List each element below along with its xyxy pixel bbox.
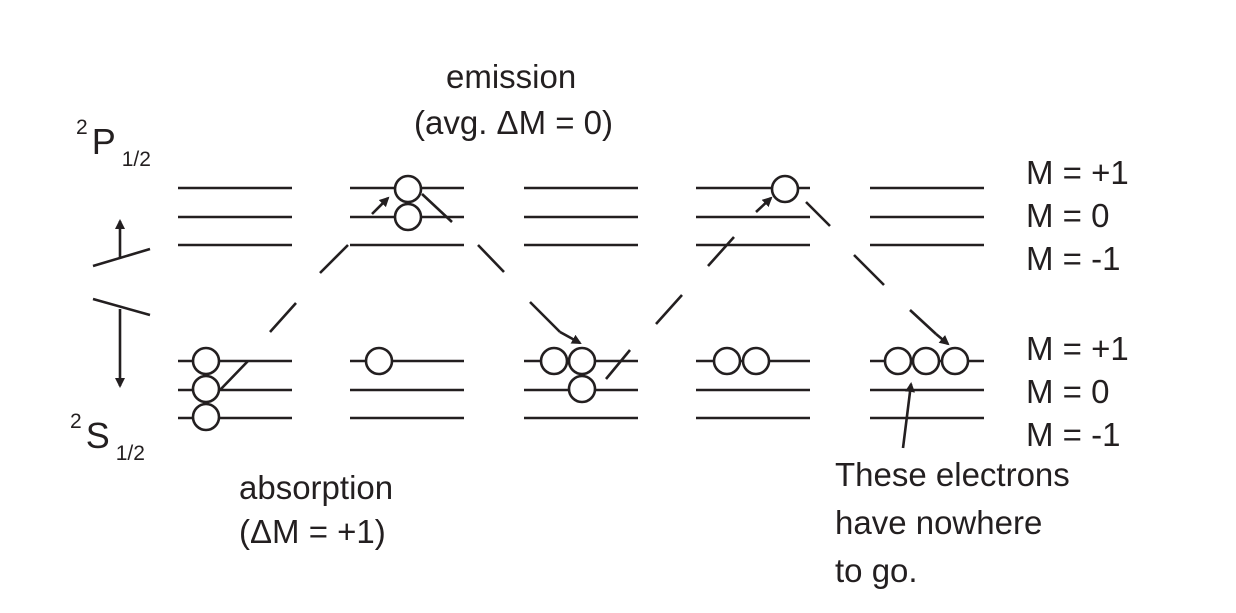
dash (909, 309, 937, 335)
electron (364, 346, 394, 376)
electron (741, 346, 771, 376)
electron (770, 174, 800, 204)
lower-m-label-minus1: M = -1 (1026, 416, 1121, 453)
upper-state-superscript: 2 (76, 116, 88, 139)
lower-state-superscript: 2 (70, 410, 82, 433)
electron (191, 402, 221, 432)
electron (191, 374, 221, 404)
electron (191, 346, 221, 376)
dash (529, 301, 561, 333)
lower-state-subscript: 1/2 (115, 442, 145, 465)
emission-label-line2: (avg. ΔM = 0) (414, 104, 614, 141)
axis-break-mark (92, 247, 151, 268)
electron (539, 346, 569, 376)
dash (655, 294, 683, 325)
electron (712, 346, 742, 376)
note-pointer-arrow (901, 382, 915, 449)
dash (805, 201, 831, 227)
electron (911, 346, 941, 376)
dash (319, 244, 349, 274)
emission-label-line1: emission (446, 58, 577, 95)
lower-state-letter: S (85, 415, 110, 456)
upper-state-subscript: 1/2 (121, 148, 151, 171)
stage-3-levels (524, 186, 638, 420)
lower-m-label-0: M = 0 (1026, 373, 1110, 410)
note-line2: have nowhere (835, 504, 1043, 541)
electron (393, 174, 423, 204)
axis-break-mark (92, 297, 151, 317)
stage-4-levels (696, 174, 810, 420)
dash (853, 254, 885, 286)
lower-m-label-plus1: M = +1 (1026, 330, 1129, 367)
transition-stroke (219, 360, 249, 391)
stage-5-levels (870, 186, 984, 449)
electron (883, 346, 913, 376)
electron (567, 374, 597, 404)
dash-arrow (935, 333, 950, 346)
dashed-transition-path (269, 201, 950, 346)
upper-m-label-0: M = 0 (1026, 197, 1110, 234)
electron (567, 346, 597, 376)
transition-arrow (755, 196, 773, 213)
stage-1-levels (178, 186, 292, 432)
absorption-label-line2: (ΔM = +1) (239, 513, 386, 550)
transition-stroke (707, 236, 735, 267)
note-line1: These electrons (835, 456, 1070, 493)
dash (477, 244, 505, 273)
absorption-label-line1: absorption (239, 469, 394, 506)
upper-m-label-plus1: M = +1 (1026, 154, 1129, 191)
stage-2-levels (350, 174, 464, 420)
electron (393, 202, 423, 232)
dash (269, 302, 297, 333)
energy-axis (92, 219, 151, 388)
electron (940, 346, 970, 376)
transition-stroke (421, 193, 453, 223)
upper-state-letter: P (91, 121, 116, 162)
transition-arrow (371, 196, 390, 215)
note-line3: to go. (835, 552, 918, 589)
upper-m-label-minus1: M = -1 (1026, 240, 1121, 277)
transition-stroke (604, 349, 632, 380)
dash-arrow (559, 330, 582, 345)
